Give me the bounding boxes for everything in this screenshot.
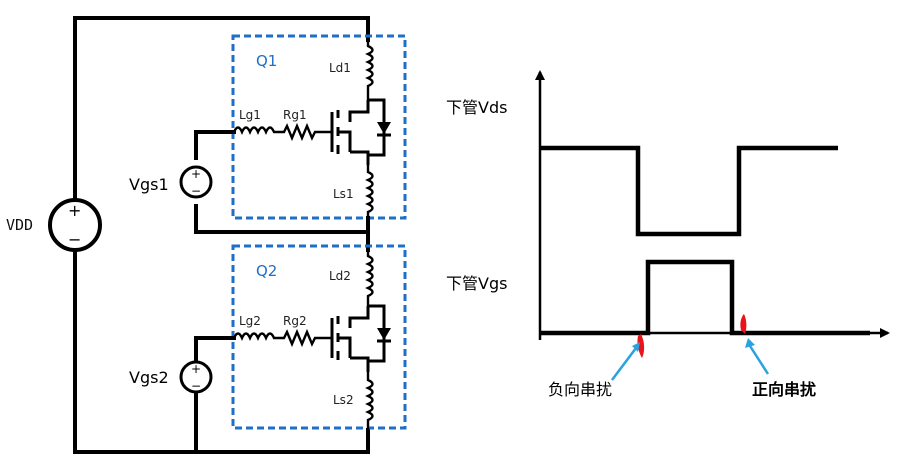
positive-crosstalk-spike (740, 314, 747, 334)
lg2-label: Lg2 (239, 314, 261, 328)
waveform-panel: 下管Vds 下管Vgs 负向串扰 正向串扰 (446, 70, 890, 399)
vgs1-minus-sign: − (191, 184, 201, 198)
vgs1-plus-sign: + (191, 167, 201, 181)
ls2-label: Ls2 (333, 393, 354, 407)
lg1-label: Lg1 (239, 108, 261, 122)
vgs2-source: + − (179, 360, 213, 394)
vgs2-minus-sign: − (191, 379, 201, 393)
ls1-label: Ls1 (333, 187, 354, 201)
circuit: + − VDD Q1 Ld1 Lg1 Rg1 (6, 16, 407, 454)
ld1-inductor (365, 40, 374, 100)
positive-crosstalk-label: 正向串扰 (752, 380, 816, 399)
vgs1-label: Vgs1 (129, 175, 169, 194)
vdd-plus-sign: + (68, 201, 81, 220)
rg2-resistor (278, 328, 332, 348)
vds-trace (540, 145, 838, 237)
ls2-inductor (365, 372, 374, 430)
vgs1-loop-wire (194, 130, 370, 234)
lg2-inductor (232, 332, 278, 341)
vgs2-label: Vgs2 (129, 368, 169, 387)
rg1-label: Rg1 (283, 108, 307, 122)
top-rail-wire (73, 16, 370, 42)
vdd-minus-sign: − (68, 230, 81, 249)
ld1-label: Ld1 (329, 61, 351, 75)
vgs-label: 下管Vgs (446, 274, 507, 293)
left-rail-wire-lower (73, 248, 370, 454)
vds-label: 下管Vds (446, 98, 507, 117)
q1-label: Q1 (256, 52, 277, 70)
q1-box (231, 34, 407, 220)
q1-mosfet (330, 98, 391, 165)
vgs2-plus-sign: + (191, 362, 201, 376)
ld2-label: Ld2 (329, 269, 351, 283)
q2-mosfet (330, 304, 391, 372)
vdd-source: + − (48, 198, 102, 252)
vdd-label: VDD (6, 216, 33, 234)
ls1-inductor (365, 165, 374, 218)
vgs-trace (540, 259, 870, 336)
negative-crosstalk-label: 负向串扰 (548, 380, 612, 399)
rg1-resistor (278, 122, 332, 142)
q2-label: Q2 (256, 262, 277, 280)
rg2-label: Rg2 (283, 314, 307, 328)
negative-crosstalk-spike (637, 334, 645, 358)
ld2-inductor (365, 250, 374, 306)
negative-crosstalk-arrow (611, 342, 640, 381)
positive-crosstalk-arrow (745, 338, 770, 375)
lg1-inductor (232, 126, 278, 135)
vgs1-source: + − (179, 165, 213, 199)
